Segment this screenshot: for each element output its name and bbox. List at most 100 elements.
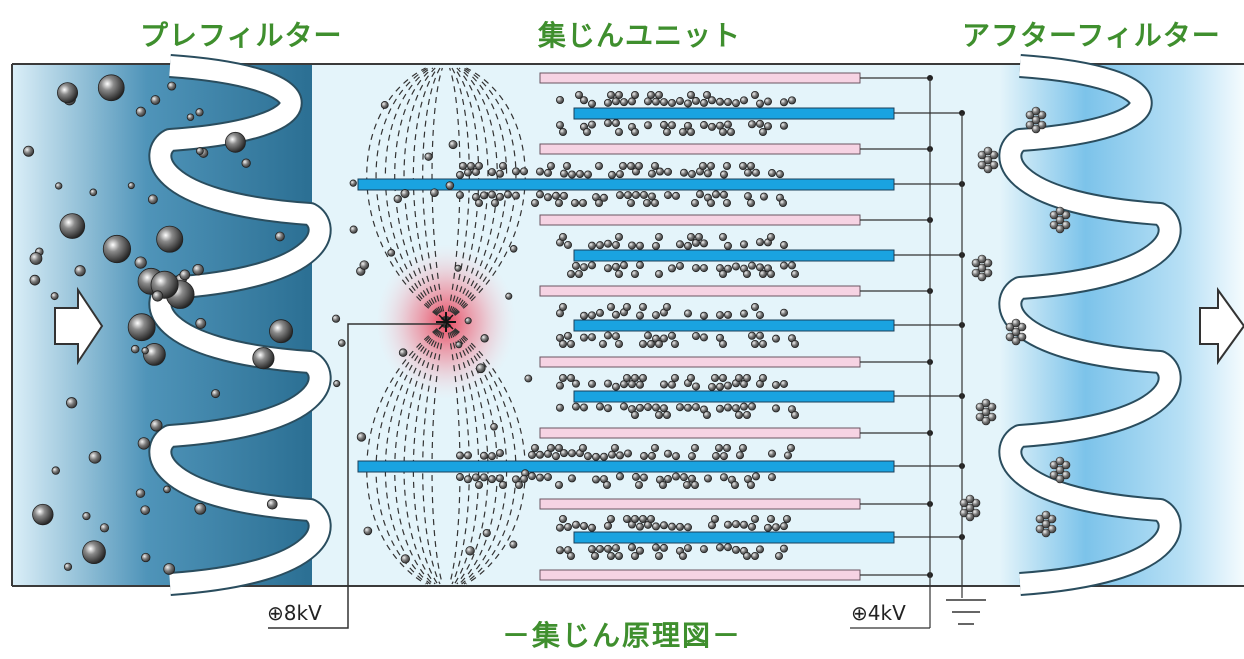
dust-particle: [739, 443, 748, 452]
ionizer-wire-icon: [436, 312, 456, 332]
dust-particle: [612, 241, 621, 250]
cluster-particle: [981, 398, 991, 408]
dust-particle: [588, 311, 597, 320]
ground-symbol-icon: [946, 599, 986, 625]
dust-particle: [595, 161, 604, 170]
dust-particle: [636, 403, 645, 412]
dust-particle: [635, 161, 644, 170]
cluster-particle: [1055, 224, 1065, 234]
dust-particle: [536, 167, 545, 176]
cluster-particle: [983, 155, 993, 165]
ground-plate: [539, 72, 861, 84]
collector-plate: [357, 460, 895, 473]
dust-particle: [764, 122, 773, 131]
particle-cluster: [1049, 206, 1071, 234]
dust-particle: [547, 443, 556, 452]
dust-particle: [756, 99, 765, 108]
dust-particle: [684, 309, 693, 318]
dust-particle: [639, 373, 648, 382]
dust-particle: [740, 520, 749, 529]
dust-particle: [387, 248, 396, 257]
dust-particle: [648, 451, 657, 460]
cluster-particle: [1061, 470, 1071, 480]
dust-particle: [692, 382, 701, 391]
dust-particle: [651, 443, 660, 452]
dust-particle: [63, 562, 73, 571]
dust-particle: [564, 331, 573, 340]
dust-particle: [275, 231, 285, 242]
dust-particle: [720, 170, 729, 179]
dust-particle: [524, 374, 533, 383]
dust-particle: [635, 480, 644, 489]
dust-particle: [59, 213, 86, 239]
dust-particle: [663, 302, 672, 311]
dust-particle: [580, 96, 589, 105]
dust-particle: [482, 528, 491, 538]
dust-particle: [560, 191, 569, 200]
dust-particle: [656, 167, 665, 176]
dust-particle: [588, 523, 597, 532]
dust-particle: [363, 526, 373, 536]
dust-particle: [596, 544, 605, 553]
dust-particle: [623, 302, 632, 311]
dust-particle: [515, 480, 524, 489]
dust-particle: [731, 480, 740, 489]
cluster-particle: [1017, 332, 1027, 342]
dust-particle: [759, 373, 768, 382]
dust-particle: [487, 190, 496, 199]
ionizer-lead-wire: [268, 323, 446, 629]
cluster-particle: [981, 416, 991, 426]
dust-particle: [195, 147, 204, 155]
dust-particle: [748, 261, 757, 270]
dust-particle: [556, 523, 565, 532]
dust-particle: [505, 292, 513, 300]
dust-particle: [580, 403, 589, 412]
dust-particle: [655, 410, 664, 419]
dust-particle: [744, 192, 753, 201]
dust-particle: [752, 472, 761, 481]
prefilter-pleats: [148, 54, 332, 596]
dust-particle: [700, 121, 709, 130]
particle-cluster: [959, 494, 981, 522]
cluster-particle: [983, 268, 993, 278]
dust-particle: [739, 161, 748, 170]
collector-wiring: [850, 75, 965, 629]
dust-particle: [192, 263, 204, 276]
cluster-particle: [987, 402, 997, 412]
dust-particle: [708, 96, 717, 105]
dust-particle: [720, 473, 729, 482]
dust-particle: [687, 91, 696, 100]
diagram-caption: －集じん原理図－: [501, 619, 742, 652]
dust-particle: [498, 480, 507, 489]
dust-particle: [787, 443, 796, 452]
dust-particle: [616, 472, 625, 481]
particle-cluster: [1049, 456, 1071, 484]
cluster-particle: [1055, 456, 1065, 466]
dust-particle: [699, 161, 708, 170]
dust-particle: [712, 190, 721, 199]
collector-plate: [573, 390, 895, 403]
dust-particle: [572, 379, 581, 388]
agglomerated-particles: [959, 106, 1071, 538]
dust-particle: [337, 339, 346, 347]
dust-particle: [668, 264, 677, 273]
dust-particle: [167, 81, 177, 91]
dust-particle: [559, 232, 568, 241]
cluster-particle: [1011, 327, 1021, 337]
dust-particle: [740, 96, 749, 105]
dust-particle: [756, 545, 765, 554]
dust-particle: [643, 198, 652, 207]
dust-particle: [596, 241, 605, 250]
dust-particle: [400, 189, 410, 199]
dust-particle: [150, 419, 163, 432]
dust-particle: [708, 382, 717, 391]
dust-particle: [768, 169, 777, 178]
dust-particle: [55, 182, 63, 190]
dust-particle: [767, 269, 776, 278]
dust-particle: [703, 91, 712, 100]
dust-particle: [640, 473, 649, 482]
dust-particle: [724, 120, 733, 129]
dust-particle: [636, 380, 645, 389]
cluster-particle: [1031, 115, 1041, 125]
dust-particle: [424, 152, 433, 161]
